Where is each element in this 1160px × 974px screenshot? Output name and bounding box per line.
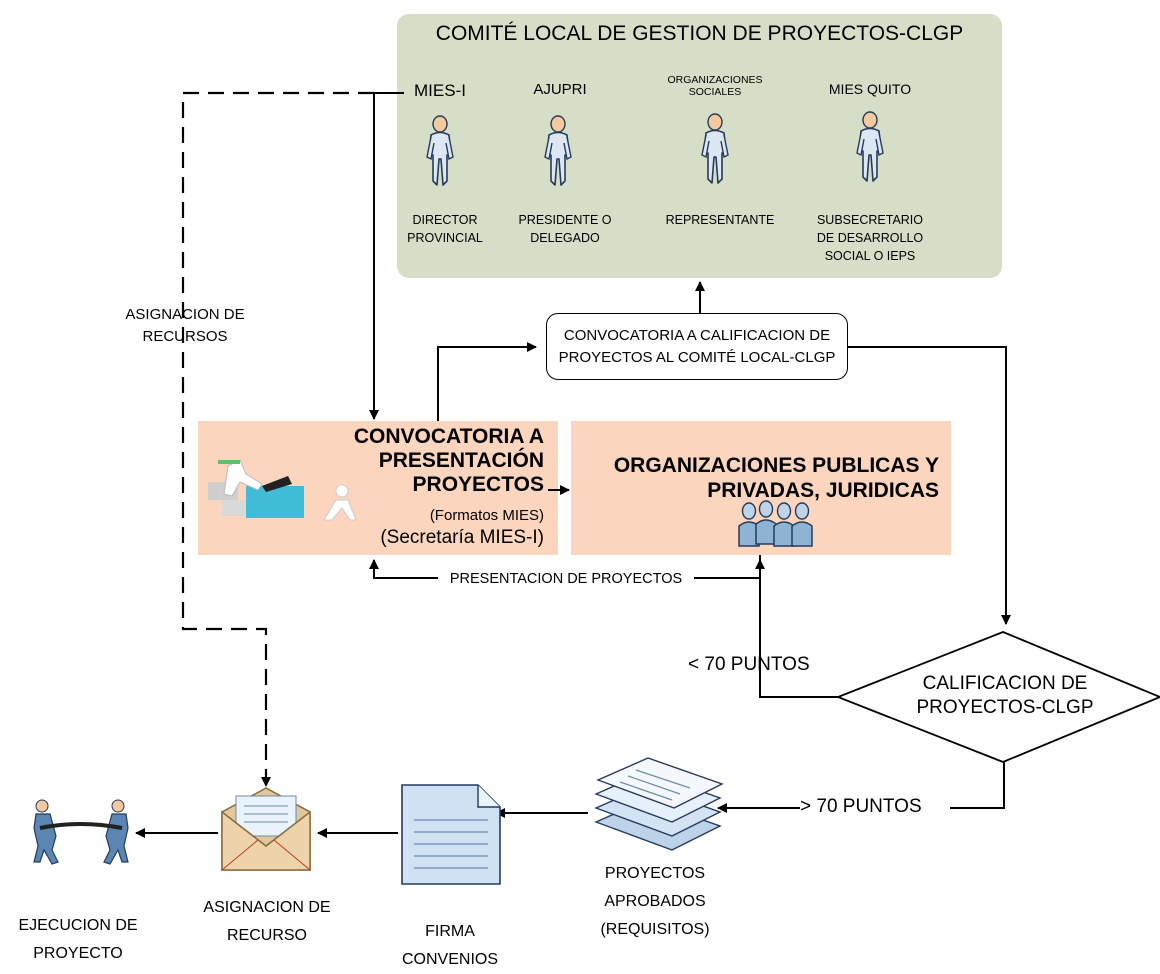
ejecucion-proyecto-label: EJECUCION DE PROYECTO: [18, 917, 138, 962]
member-name-organizaciones-sociales: ORGANIZACIONES SOCIALES: [667, 74, 763, 98]
member-role-presidente: PRESIDENTE O DELEGADO: [518, 213, 612, 245]
secretaria-mies-i: (Secretaría MIES-I): [380, 527, 544, 548]
member-role-director: DIRECTOR PROVINCIAL: [407, 213, 483, 245]
member-name-ajupri: AJUPRI: [533, 81, 587, 98]
documents-stack-icon: [594, 757, 724, 851]
committee-title: COMITÉ LOCAL DE GESTION DE PROYECTOS-CLG…: [435, 22, 964, 45]
formatos-mies: (Formatos MIES): [429, 507, 544, 524]
person-icon: [426, 115, 454, 186]
convocatoria-calificacion-line: PROYECTOS AL COMITÉ LOCAL-CLGP: [558, 348, 836, 366]
connector-to-diamond: [848, 346, 1011, 625]
desk-worker-icon: [208, 459, 357, 521]
member-role-subsecretario: SUBSECRETARIO DE DESARROLLO SOCIAL O IEP…: [816, 213, 924, 263]
envelope-icon: [221, 787, 311, 871]
committee-box: [397, 14, 1002, 278]
convocatoria-presentacion-title: CONVOCATORIA A PRESENTACIÓN PROYECTOS: [353, 425, 544, 496]
person-icon: [701, 113, 729, 184]
person-icon: [544, 115, 572, 186]
organizaciones-text: ORGANIZACIONES PUBLICAS Y PRIVADAS, JURI…: [571, 421, 951, 555]
connector-mies-to-convocatoria: [369, 92, 404, 420]
calificacion-text: CALIFICACION DE PROYECTOS-CLGP: [916, 673, 1094, 718]
connector-menos-70: [755, 559, 838, 698]
connector-asignacion-dashed: [181, 91, 374, 787]
menos-70-label: < 70 PUNTOS: [688, 654, 810, 675]
member-name-mies-i: MIES-I: [414, 81, 466, 100]
mas-70-label: > 70 PUNTOS: [800, 796, 950, 818]
calificacion-diamond: [835, 631, 1160, 763]
presentacion-proyectos-label: PRESENTACION DE PROYECTOS: [438, 568, 694, 590]
asignacion-recursos-label: ASIGNACION DE RECURSOS: [125, 306, 245, 345]
organizaciones-title: ORGANIZACIONES PUBLICAS Y PRIVADAS, JURI…: [613, 454, 939, 502]
member-name-mies-quito: MIES QUITO: [828, 81, 912, 97]
asignacion-recurso-label: ASIGNACION DE RECURSO: [203, 899, 331, 944]
firma-convenios-label: FIRMA CONVENIOS: [401, 923, 498, 968]
connector-convocatoria-to-calificacion: [437, 342, 537, 421]
convocatoria-presentacion-text: CONVOCATORIA A PRESENTACIÓN PROYECTOS (F…: [198, 421, 558, 555]
document-icon: [401, 784, 501, 885]
tug-of-war-icon: [33, 799, 129, 865]
convocatoria-calificacion-line: CONVOCATORIA A CALIFICACION DE: [563, 326, 831, 344]
member-role-representante: REPRESENTANTE: [665, 213, 775, 227]
convocatoria-calificacion-box: CONVOCATORIA A CALIFICACION DE PROYECTOS…: [546, 313, 848, 380]
person-icon: [856, 111, 884, 182]
proyectos-aprobados-label: PROYECTOS APROBADOS (REQUISITOS): [600, 865, 710, 938]
